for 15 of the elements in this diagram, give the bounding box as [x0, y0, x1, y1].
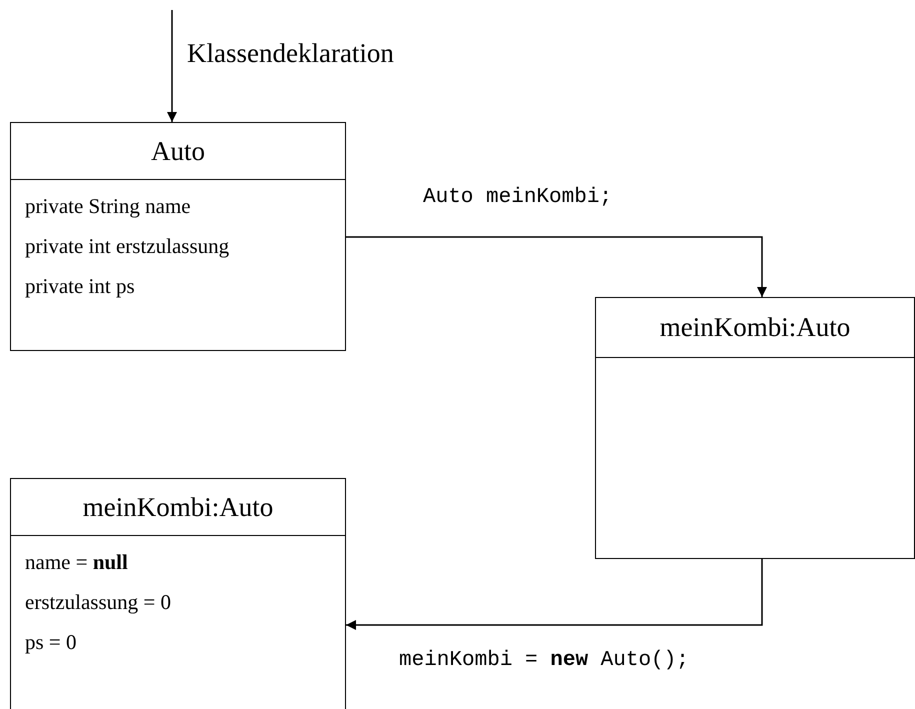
arrow: [346, 559, 763, 630]
attribute-text: private int erstzulassung: [25, 234, 230, 259]
arrow: [346, 236, 767, 297]
arrow: [167, 10, 177, 122]
class-box: [595, 297, 915, 559]
class-box: [10, 122, 346, 351]
class-box: [10, 478, 346, 709]
attribute-text: name = null: [25, 550, 128, 575]
class-name: meinKombi:Auto: [660, 312, 850, 343]
attribute-text: private int ps: [25, 274, 135, 299]
class-name: Auto: [151, 136, 205, 166]
attribute-text: private String name: [25, 194, 191, 219]
class-name: meinKombi:Auto: [82, 492, 274, 522]
attribute-text: ps = 0: [25, 630, 77, 655]
attribute-text: erstzulassung = 0: [25, 590, 171, 615]
